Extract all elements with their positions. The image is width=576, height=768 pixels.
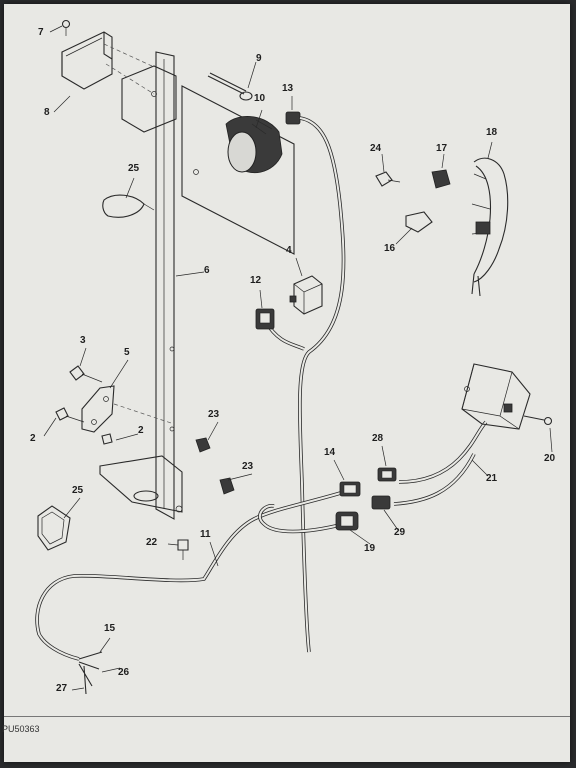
callout-9: 9 <box>256 53 262 64</box>
callout-25-upper: 25 <box>128 163 140 174</box>
relay-part-4 <box>289 275 323 315</box>
callout-23-upper: 23 <box>208 409 220 420</box>
callout-14: 14 <box>324 447 336 458</box>
leader-lines <box>43 25 553 691</box>
bolt-part-3 <box>69 365 103 383</box>
callout-16: 16 <box>384 243 396 254</box>
callout-8: 8 <box>44 107 50 118</box>
callout-21: 21 <box>486 473 498 484</box>
callout-23-lower: 23 <box>242 461 254 472</box>
switch-assembly-part-18 <box>471 157 509 297</box>
callout-12: 12 <box>250 275 262 286</box>
callout-5: 5 <box>124 347 130 358</box>
screw-part-22 <box>177 539 189 560</box>
clip-part-16 <box>405 211 433 233</box>
callout-10: 10 <box>254 93 266 104</box>
connector-part-28 <box>377 467 397 482</box>
work-light-part-10 <box>225 116 283 173</box>
callout-28: 28 <box>372 433 384 444</box>
bolt-part-9 <box>207 72 253 101</box>
callout-27: 27 <box>56 683 68 694</box>
callout-6: 6 <box>204 265 210 276</box>
nut-part-17 <box>431 169 451 189</box>
screw-part-24 <box>375 171 401 187</box>
callout-3: 3 <box>80 335 86 346</box>
callout-26: 26 <box>118 667 130 678</box>
callout-25-lower: 25 <box>72 485 84 496</box>
screw-part-2-lower <box>101 433 113 445</box>
nut-part-23-upper <box>195 437 211 453</box>
callout-2-right: 2 <box>138 425 144 436</box>
callout-17: 17 <box>436 143 448 154</box>
connector-part-14 <box>339 481 361 497</box>
mounting-plate-part-5 <box>81 385 175 433</box>
callout-4: 4 <box>286 245 292 256</box>
screw-part-20 <box>523 415 553 426</box>
screw-part-7 <box>61 19 71 36</box>
connector-part-19 <box>335 511 359 531</box>
screw-part-2 <box>55 407 85 423</box>
callout-18: 18 <box>486 127 498 138</box>
exploded-parts-diagram <box>35 19 553 695</box>
callout-15: 15 <box>104 623 116 634</box>
callout-13: 13 <box>282 83 294 94</box>
connector-part-29 <box>371 495 391 510</box>
cover-bracket-part-8 <box>61 31 155 95</box>
callout-29: 29 <box>394 527 406 538</box>
callout-24: 24 <box>370 143 382 154</box>
parts-diagram-page: 7 8 9 10 13 24 17 18 25 6 4 16 12 3 5 2 … <box>2 4 570 762</box>
connector-part-12 <box>255 308 275 330</box>
callout-19: 19 <box>364 543 376 554</box>
callout-11: 11 <box>200 529 211 540</box>
cable-strap-part-25-upper <box>102 194 155 218</box>
callout-7: 7 <box>38 27 44 38</box>
cable-strap-part-25-lower <box>37 505 71 551</box>
control-module-part-21 <box>461 363 531 430</box>
callout-20: 20 <box>544 453 556 464</box>
connector-part-13 <box>285 111 301 125</box>
nut-part-23-lower <box>219 477 235 495</box>
callout-2-left: 2 <box>30 433 36 444</box>
callout-22: 22 <box>146 537 158 548</box>
bottom-rule <box>4 716 570 717</box>
figure-code: PU50363 <box>2 724 40 734</box>
wiring-harness-part-11 <box>35 116 488 695</box>
